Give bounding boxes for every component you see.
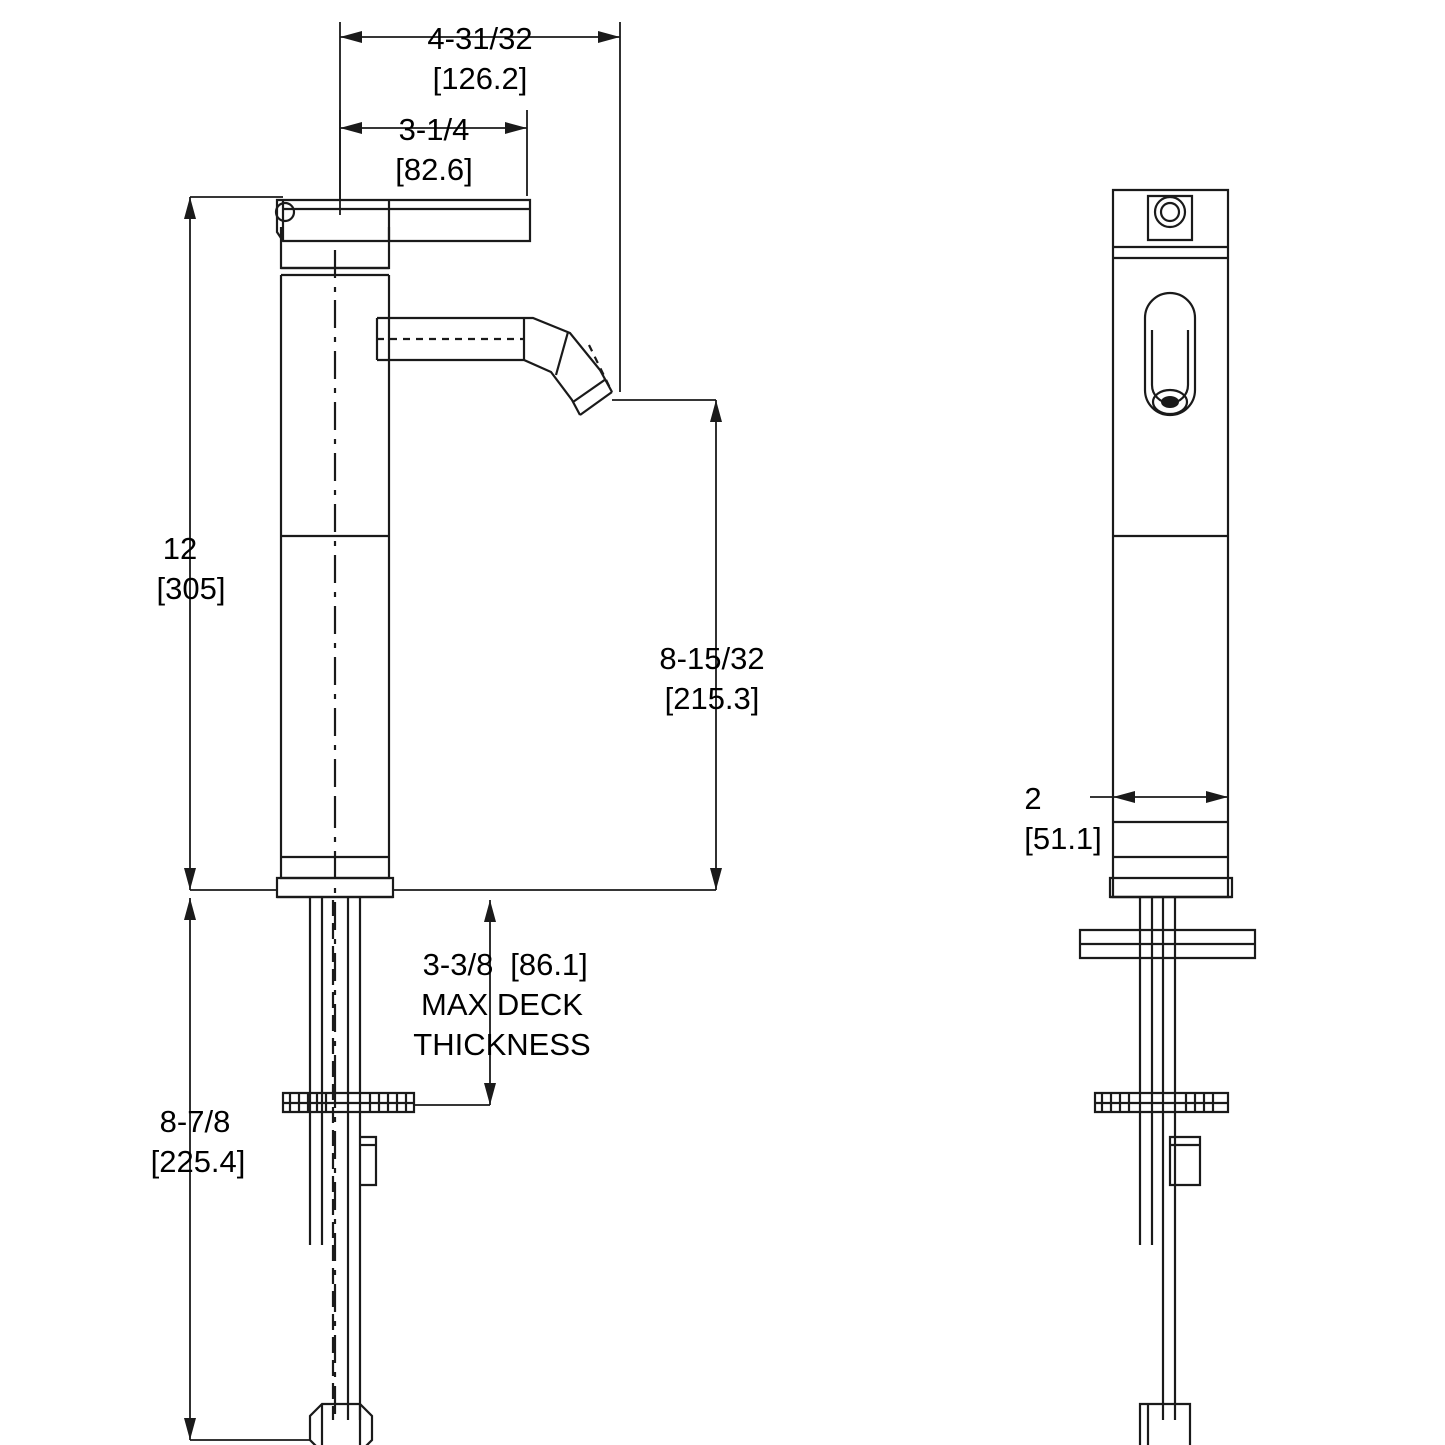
dimension-labels: 4-31/32 [126.2] 3-1/4 [82.6] 12 [305] 8-… [151, 21, 1102, 1179]
dim-spout-height-metric: [215.3] [665, 681, 760, 716]
dimension-lines [184, 22, 1229, 1441]
dim-shank-length-imperial: 8-7/8 [160, 1104, 231, 1139]
dim-handle-length-metric: [82.6] [395, 152, 473, 187]
side-view-geometry [1078, 188, 1257, 1445]
dim-max-deck-note-line1: MAX DECK [421, 987, 583, 1022]
dim-max-deck-note-line2: THICKNESS [413, 1027, 590, 1062]
front-view-geometry [274, 198, 613, 1445]
dim-handle-length-imperial: 3-1/4 [399, 112, 470, 147]
dim-overall-height-imperial: 12 [163, 531, 197, 566]
dim-overall-spout-reach-metric: [126.2] [433, 61, 528, 96]
dim-shank-length-metric: [225.4] [151, 1144, 246, 1179]
dim-max-deck-imperial: 3-3/8 [423, 947, 494, 982]
dim-overall-spout-reach-imperial: 4-31/32 [427, 21, 532, 56]
dim-body-depth-imperial: 2 [1024, 781, 1041, 816]
dim-spout-height-imperial: 8-15/32 [659, 641, 764, 676]
dim-body-depth-metric: [51.1] [1024, 821, 1102, 856]
dim-max-deck-metric: [86.1] [510, 947, 588, 982]
dim-overall-height-metric: [305] [157, 571, 226, 606]
